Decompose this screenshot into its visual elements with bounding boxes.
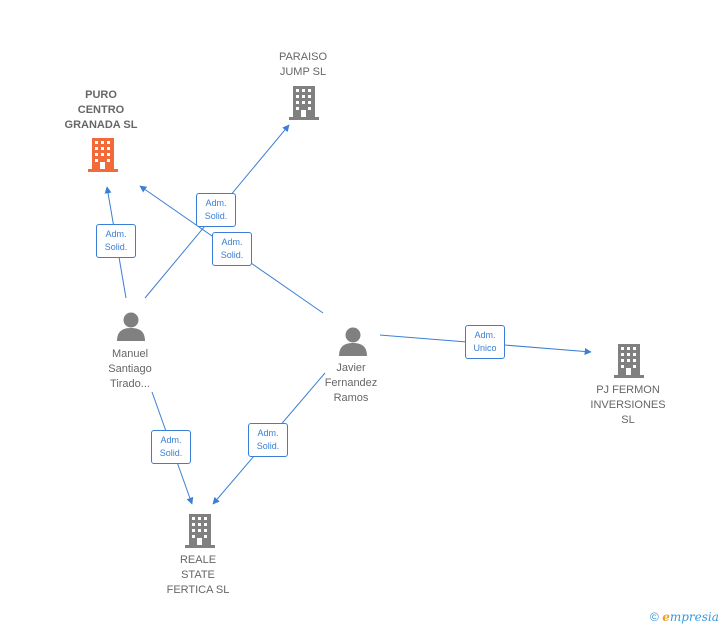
company-label-pjfermon[interactable]: PJ FERMON INVERSIONES SL bbox=[590, 384, 666, 426]
copyright-icon: © bbox=[650, 610, 659, 624]
building-icon[interactable] bbox=[289, 86, 319, 120]
footer-credit[interactable]: © empresia bbox=[650, 610, 719, 624]
building-icon[interactable] bbox=[88, 138, 118, 172]
building-icon[interactable] bbox=[185, 514, 215, 548]
company-label-puro[interactable]: PURO CENTRO GRANADA SL bbox=[64, 89, 138, 131]
person-label-javier[interactable]: Javier Fernandez Ramos bbox=[324, 362, 378, 404]
edge-label-manuel-puro[interactable]: Adm. Solid. bbox=[96, 224, 136, 258]
edge-label-manuel-reale[interactable]: Adm. Solid. bbox=[151, 430, 191, 464]
person-icon[interactable] bbox=[117, 312, 145, 342]
company-label-paraiso[interactable]: PARAISO JUMP SL bbox=[278, 51, 328, 78]
person-icon[interactable] bbox=[339, 327, 367, 357]
edge-label-javier-pjfermon[interactable]: Adm. Unico bbox=[465, 325, 505, 359]
edge-label-javier-reale[interactable]: Adm. Solid. bbox=[248, 423, 288, 457]
edge-label-javier-puro[interactable]: Adm. Solid. bbox=[212, 232, 252, 266]
company-label-reale[interactable]: REALE STATE FERTICA SL bbox=[166, 554, 230, 596]
brand-logo: empresia bbox=[662, 610, 719, 624]
edge-label-manuel-paraiso[interactable]: Adm. Solid. bbox=[196, 193, 236, 227]
person-label-manuel[interactable]: Manuel Santiago Tirado... bbox=[108, 348, 152, 390]
building-icon[interactable] bbox=[614, 344, 644, 378]
